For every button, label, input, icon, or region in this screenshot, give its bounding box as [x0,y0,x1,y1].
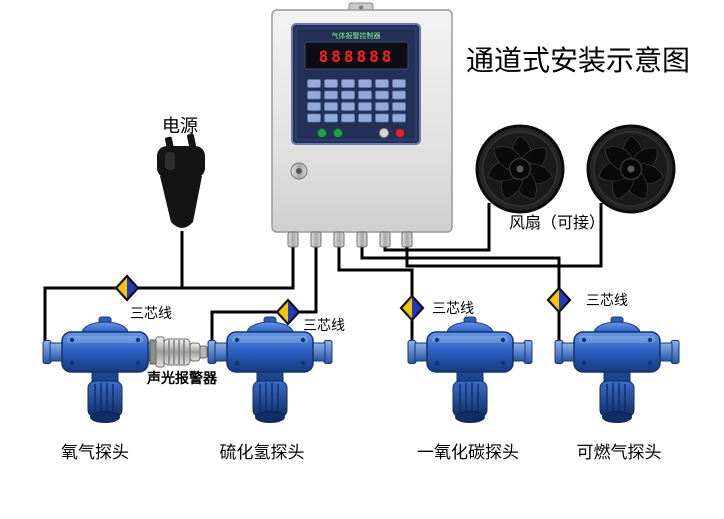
cable-glands [287,231,413,248]
wire-label-4: 三芯线 [586,292,628,308]
wiring [43,203,603,344]
plug-head [157,146,205,178]
detector-co [407,316,533,424]
power-label: 电源 [162,116,198,136]
wire-marker-4 [546,286,572,314]
panel-title: 气体报警控制器 [332,31,381,40]
detector-label-co: 一氧化碳探头 [417,443,519,462]
led-display-value: 888888 [319,47,395,66]
led-display [304,41,409,70]
alarm-body [163,338,191,366]
wire-label-3: 三芯线 [432,300,474,316]
detector-label-oxygen: 氧气探头 [61,443,129,462]
wire-to-fan-2 [405,203,603,268]
detector-label-combustible: 可燃气探头 [577,443,662,462]
indicator-button-grid [306,78,407,123]
alarm-ribs [168,340,185,364]
detector-label-h2s: 硫化氢探头 [220,443,305,462]
plug-body [160,176,202,228]
power-plug-icon [157,133,205,228]
panel-inner-frame [295,27,417,141]
fan-label: 风扇（可接） [509,214,605,232]
alarm-label: 声光报警器 [146,370,218,386]
panel-button-gray [379,128,389,138]
alarm-flange [155,336,165,368]
cable-gland-4 [356,231,368,248]
wire-to-co-detector [337,247,414,344]
panel-button-green-1 [317,128,327,138]
wire-to-fan-1 [383,203,491,252]
controller-box: 气体报警控制器 888888 [271,2,453,248]
plug-prong-2 [186,133,196,149]
fan-icon-2 [586,124,676,214]
cable-gland-3 [333,231,345,248]
detector-combustible [554,316,680,424]
fan-icon-1 [475,124,565,214]
cable-gland-2 [310,231,322,248]
wire-to-h2s-detector [210,247,318,344]
alarm-device-icon [149,336,208,368]
wire-to-oxygen-detector [43,247,295,344]
wire-marker-2 [275,298,301,326]
cable-gland-1 [287,231,299,248]
alarm-tip [199,345,208,359]
bracket-hole [359,5,363,10]
wire-label-2: 三芯线 [303,317,345,333]
plug-highlight [165,152,175,170]
diagram-title: 通道式安装示意图 [466,45,690,77]
alarm-nose [189,342,201,362]
keyhole-center [296,168,302,174]
cable-gland-6 [401,231,413,248]
cable-gland-5 [379,231,391,248]
panel-button-green-2 [333,128,343,138]
panel-button-red [395,128,405,138]
wire-marker-3 [399,294,425,322]
alarm-connector [149,339,157,365]
wire-marker-1 [114,274,140,302]
wire-label-1: 三芯线 [130,305,172,321]
